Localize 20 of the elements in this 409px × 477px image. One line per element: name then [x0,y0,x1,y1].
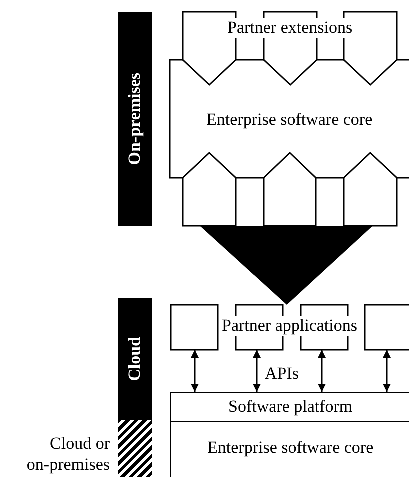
core-label: Enterprise software core [208,438,374,458]
double-arrow [318,350,326,392]
socket-shape [344,153,397,226]
socket-shape [264,153,316,226]
large-arrow [200,226,373,305]
hatched-band [118,420,152,477]
extension-label: Partner extensions [228,18,353,38]
double-arrow [191,350,199,392]
location-band: Cloud [118,298,152,420]
application-boxes-drawing [171,305,409,350]
platform-label: Software platform [228,397,353,417]
band-caption: Cloud or on-premises [26,433,110,475]
socket-shape [183,153,236,226]
application-label: Partner applications [222,316,358,336]
platform-layer [170,392,409,422]
double-arrow [253,350,261,392]
location-band: On-premises [118,12,152,226]
double-arrow [383,350,391,392]
extension-tabs-drawing [183,12,397,85]
core-label: Enterprise software core [206,110,373,130]
